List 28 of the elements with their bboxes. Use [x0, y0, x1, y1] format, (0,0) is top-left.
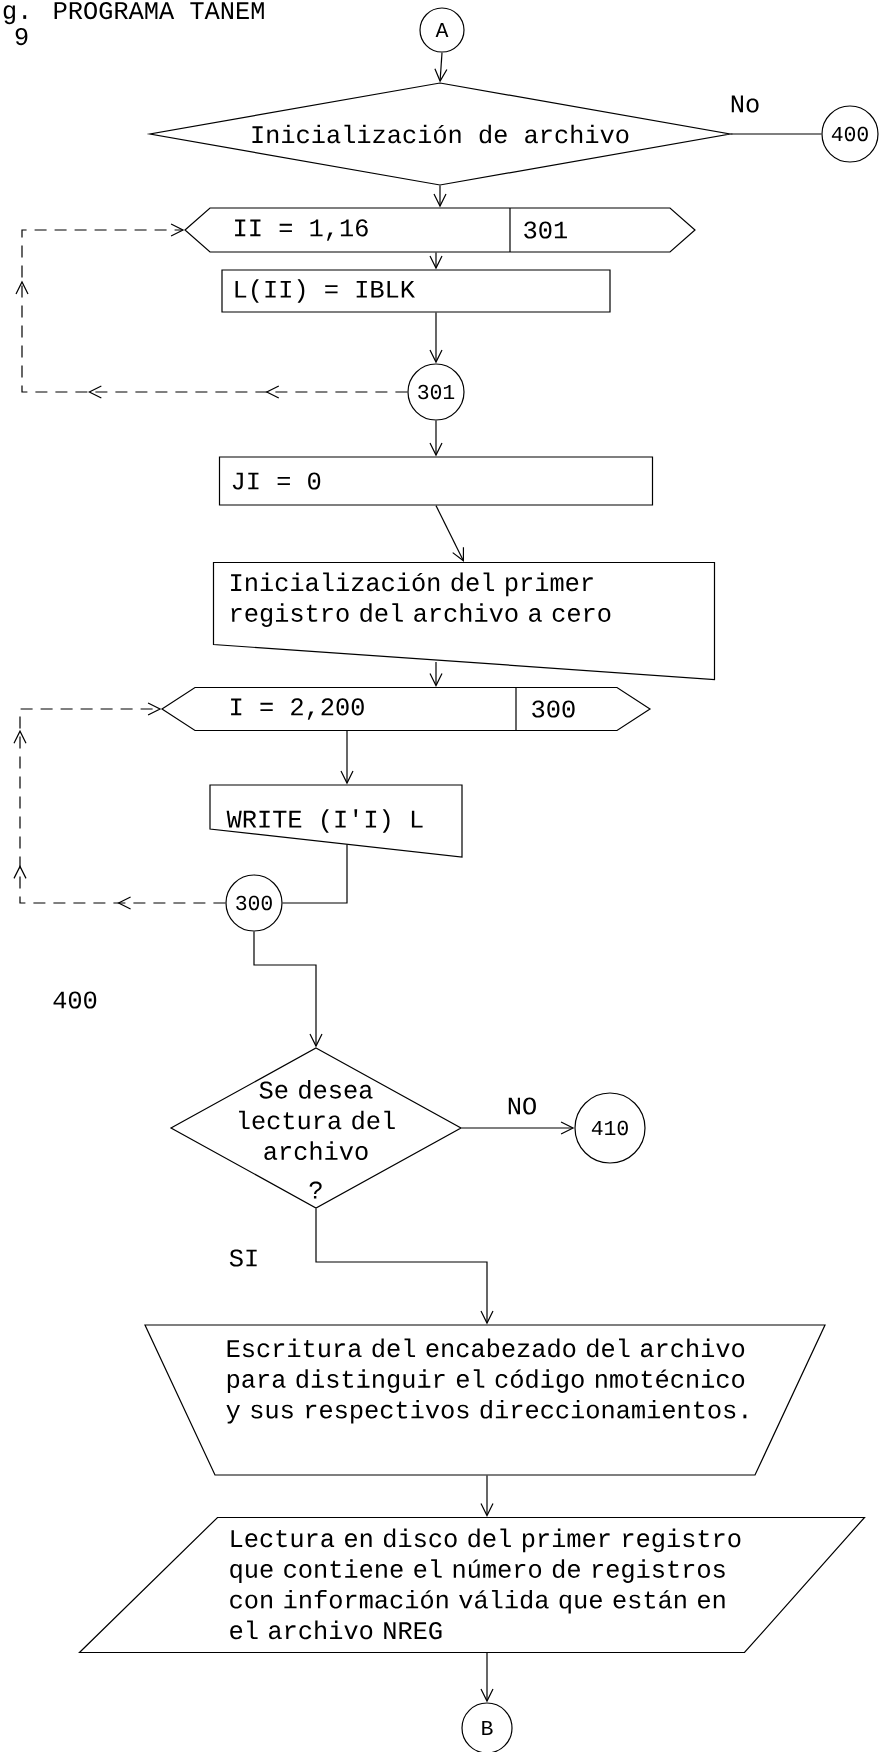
arrow [429, 420, 443, 457]
arrow [253, 931, 323, 1048]
edge-label: NO [505, 1096, 539, 1116]
slanted-box: WRITE (I'I) L [209, 784, 463, 858]
edge-label: SI [227, 1248, 261, 1268]
arrow [435, 505, 465, 562]
label-text: 400 [53, 991, 97, 1009]
arrow [315, 1208, 494, 1325]
arrow [480, 1475, 494, 1517]
manual-operation-box: Escritura del encabezado del archivo para distinguir el código nmotécnico y sus respectivos direccionamientos. [144, 1324, 826, 1476]
connector-line [282, 844, 348, 904]
arrow [429, 312, 443, 364]
connector-line [730, 133, 822, 135]
arrow [433, 185, 447, 208]
arrow [434, 52, 448, 83]
input-output-box: Lectura en disco del primer registro que contiene el número de registros con información válida que están en el archivo NREG [78, 1516, 866, 1654]
heading-text: g. PROGRAMA TANEM [3, 1, 264, 25]
slanted-box: Inicialización del primer registro del archivo a cero [212, 561, 716, 681]
arrow [461, 1121, 575, 1135]
process-box: L(II) = IBLK [221, 269, 611, 313]
arrow [429, 252, 443, 270]
dashed-arrow [13, 702, 226, 910]
dashed-arrow [15, 223, 408, 399]
arrow [429, 661, 443, 687]
arrow [480, 1652, 494, 1703]
process-box: JI = 0 [218, 456, 654, 506]
arrow [340, 730, 354, 785]
label-text: 9 [15, 27, 28, 46]
